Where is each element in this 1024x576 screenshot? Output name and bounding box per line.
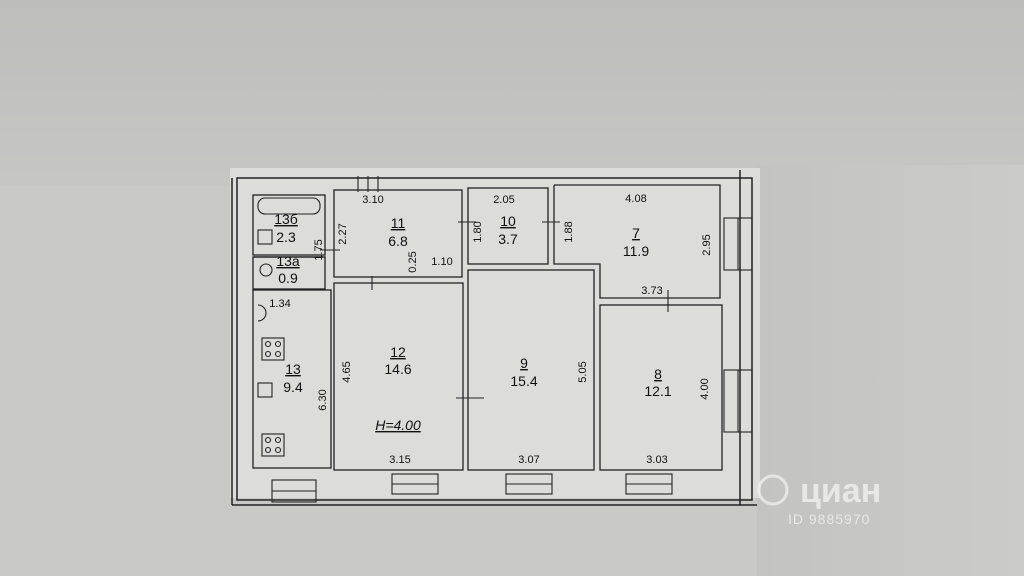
wall-12: [333, 282, 464, 471]
room-13b-number: 13б: [274, 211, 298, 227]
kitchen-sink-icon: [257, 382, 273, 398]
ceiling-height-label: Н=4.00: [375, 417, 421, 433]
room-13-number: 13: [285, 361, 301, 377]
dim-room-12-height: 4.65: [341, 361, 353, 382]
wall-bath: [252, 194, 326, 256]
wall-7: [553, 184, 721, 299]
dim-room-10-height: 1.80: [472, 221, 484, 242]
room-8-number: 8: [654, 366, 662, 382]
room-10-area: 3.7: [498, 231, 518, 247]
room-9-number: 9: [520, 355, 528, 371]
room-7-number: 7: [632, 225, 640, 241]
wall-13: [252, 289, 332, 469]
room-13b-area: 2.3: [276, 229, 296, 245]
dim-room-9-width: 3.07: [518, 454, 539, 466]
wall-9: [467, 269, 595, 471]
cian-watermark: циан ID 9885970: [757, 472, 881, 527]
dim-room-10-height-2: 1.88: [563, 221, 575, 242]
wall-8: [599, 304, 723, 471]
wall-10: [467, 187, 549, 265]
background-right: [757, 165, 1024, 576]
dim-room-11-ledge: 1.10: [431, 256, 452, 268]
watermark-brand: циан: [800, 472, 881, 510]
pipe-icon: [257, 304, 267, 322]
room-12-number: 12: [390, 344, 406, 360]
dim-room-7-width: 4.08: [625, 193, 646, 205]
dim-room-9-height: 5.05: [577, 361, 589, 382]
bathtub-icon: [257, 197, 321, 215]
dim-room-7-height: 2.95: [701, 234, 713, 255]
room-11-number: 11: [391, 215, 406, 231]
background-left: [0, 185, 232, 576]
dim-room-8-height: 4.00: [699, 378, 711, 399]
dim-room-13-height: 6.30: [317, 389, 329, 410]
dim-room-11-offset: 0.25: [407, 251, 419, 272]
wall-13a: [252, 256, 326, 290]
stove-icon-2: [261, 433, 285, 457]
background-top: [0, 0, 1024, 185]
room-13a-area: 0.9: [278, 270, 298, 286]
toilet-icon: [259, 263, 273, 277]
dim-room-11-width: 3.10: [362, 194, 383, 206]
room-10-number: 10: [500, 213, 516, 229]
dim-corridor: 1.75: [313, 239, 325, 260]
dim-room-11-height: 2.27: [337, 223, 349, 244]
dim-room-10-width: 2.05: [493, 194, 514, 206]
room-13-area: 9.4: [283, 379, 303, 395]
stove-icon: [261, 337, 285, 361]
outer-wall: [236, 177, 753, 501]
cian-logo-icon: [757, 474, 789, 506]
sink-icon: [257, 229, 273, 245]
dim-room-13-width: 1.34: [269, 298, 290, 310]
room-8-area: 12.1: [644, 383, 671, 399]
room-7-area: 11.9: [623, 243, 649, 259]
room-11-area: 6.8: [388, 233, 408, 249]
watermark-id: ID 9885970: [788, 511, 870, 527]
dim-room-7-bottom: 3.73: [641, 285, 662, 297]
room-12-area: 14.6: [384, 361, 411, 377]
wall-11: [333, 189, 463, 278]
plan-paper: [230, 168, 760, 498]
room-13a-number: 13а: [276, 253, 300, 269]
room-9-area: 15.4: [510, 373, 537, 389]
dim-room-8-width: 3.03: [646, 454, 667, 466]
dim-room-12-width: 3.15: [389, 454, 410, 466]
